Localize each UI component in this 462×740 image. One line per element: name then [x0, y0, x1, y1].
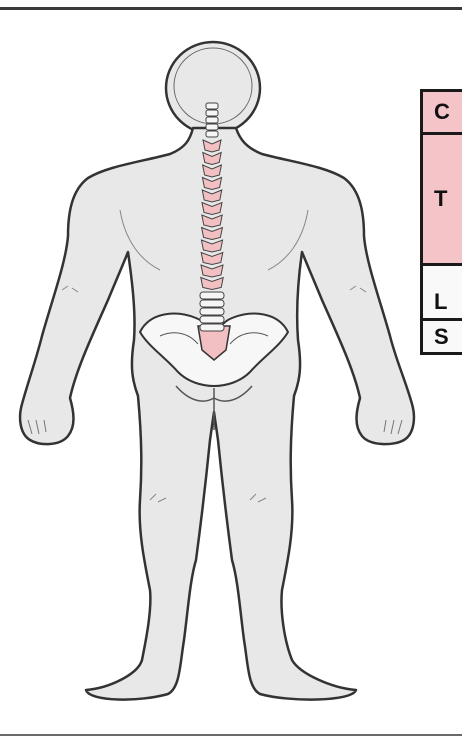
legend-thoracic: T	[423, 135, 462, 266]
lumbar-vertebra	[200, 324, 224, 331]
spine-region-legend: C T L S	[420, 89, 462, 355]
lumbar-vertebra	[200, 316, 224, 323]
legend-cervical: C	[423, 92, 462, 135]
legend-sacral: S	[423, 321, 462, 352]
cervical-vertebra	[206, 103, 218, 109]
cervical-vertebra	[206, 131, 218, 137]
cervical-vertebra	[206, 117, 218, 123]
legend-lumbar: L	[423, 266, 462, 321]
lumbar-vertebra	[200, 300, 224, 307]
bottom-rule	[0, 734, 462, 736]
cervical-vertebra	[206, 124, 218, 130]
lumbar-vertebra	[200, 308, 224, 315]
lumbar-vertebra	[200, 292, 224, 299]
cervical-vertebra	[206, 110, 218, 116]
